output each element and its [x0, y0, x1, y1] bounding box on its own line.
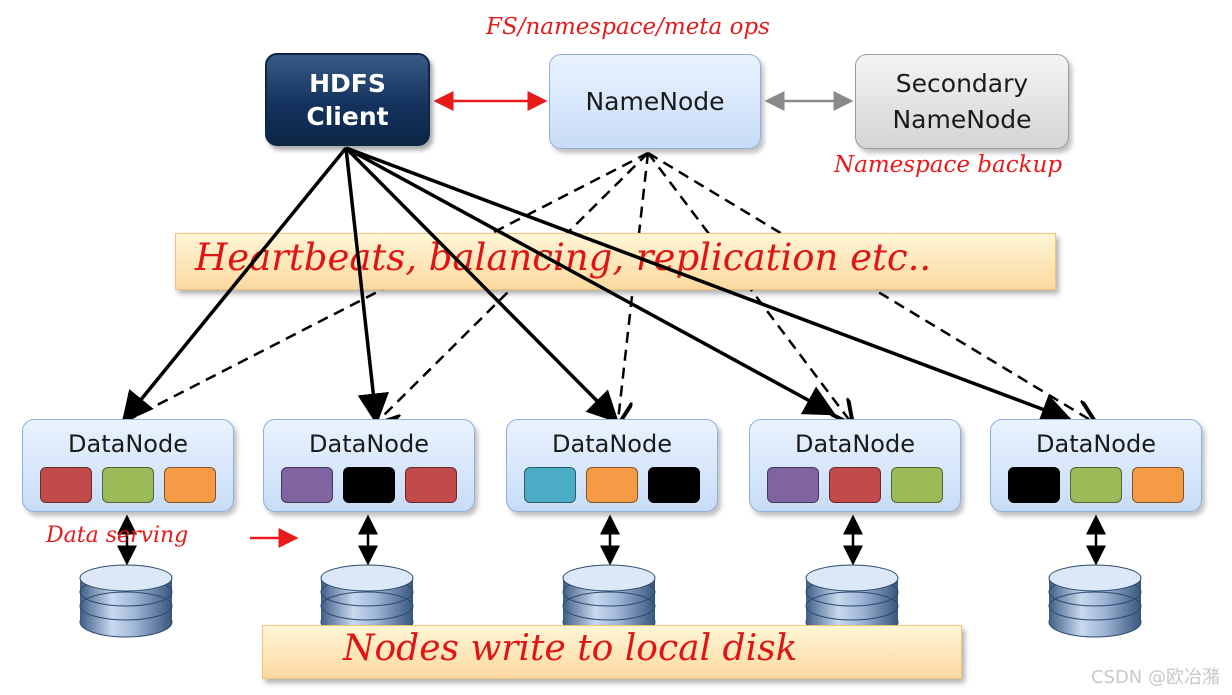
datanode-label: DataNode	[68, 430, 188, 458]
heartbeats-banner-text: Heartbeats, balancing, replication etc..	[195, 236, 932, 279]
datanode-label: DataNode	[552, 430, 672, 458]
data-block	[405, 467, 457, 503]
data-block	[40, 467, 92, 503]
local-disk-banner	[262, 625, 962, 679]
data-block	[1008, 467, 1060, 503]
data-block	[1132, 467, 1184, 503]
data-serving-annotation: Data serving	[46, 523, 189, 548]
datanode-box-3: DataNode	[506, 419, 718, 512]
secondary-namenode-label-line1: Secondary	[895, 68, 1029, 98]
datanode-box-2: DataNode	[263, 419, 475, 512]
disk-icon	[562, 564, 656, 638]
datanode-box-5: DataNode	[990, 419, 1202, 512]
data-block	[281, 467, 333, 503]
datanode-label: DataNode	[309, 430, 429, 458]
datanode-label: DataNode	[795, 430, 915, 458]
hdfs-client-label-line2: Client	[306, 101, 389, 131]
data-block	[767, 467, 819, 503]
datanode-box-1: DataNode	[22, 419, 234, 512]
datanode-label: DataNode	[1036, 430, 1156, 458]
namenode-label: NameNode	[585, 87, 725, 116]
data-block	[343, 467, 395, 503]
secondary-namenode-box: Secondary NameNode	[855, 54, 1069, 149]
client-datanode-arrow-5	[345, 146, 1073, 425]
disk-icon	[79, 564, 173, 638]
data-block	[891, 467, 943, 503]
data-block	[586, 467, 638, 503]
heartbeats-banner	[175, 233, 1056, 290]
datanode-box-4: DataNode	[749, 419, 961, 512]
hdfs-client-box: HDFS Client	[265, 53, 430, 146]
client-datanode-arrow-4	[345, 146, 837, 416]
data-block	[1070, 467, 1122, 503]
disk-icon	[1048, 564, 1142, 638]
data-block	[829, 467, 881, 503]
hdfs-client-label-line1: HDFS	[309, 68, 386, 98]
data-block	[164, 467, 216, 503]
data-block	[648, 467, 700, 503]
secondary-namenode-label-line2: NameNode	[892, 104, 1032, 134]
disk-icon	[805, 564, 899, 638]
client-datanode-arrow-2	[344, 147, 389, 425]
client-datanode-arrow-1	[121, 146, 348, 424]
meta-ops-annotation: FS/namespace/meta ops	[486, 14, 770, 40]
data-block	[102, 467, 154, 503]
client-datanode-arrow-3	[344, 146, 619, 423]
local-disk-banner-text: Nodes write to local disk	[343, 628, 798, 669]
data-block	[524, 467, 576, 503]
namespace-backup-annotation: Namespace backup	[834, 152, 1063, 178]
watermark: CSDN @欧冶潴	[1090, 667, 1220, 688]
namenode-box: NameNode	[549, 54, 761, 149]
